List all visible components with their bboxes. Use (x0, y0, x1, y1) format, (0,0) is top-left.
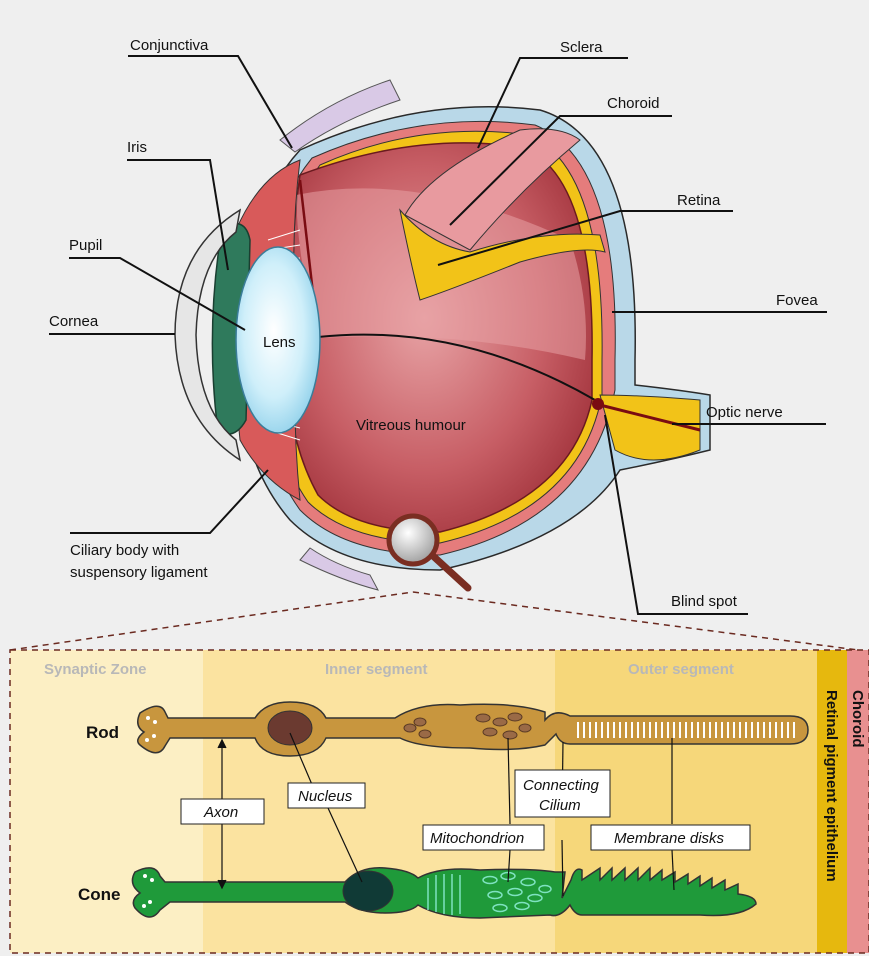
label-ciliary-body: Ciliary body with (70, 542, 179, 559)
label-optic-nerve: Optic nerve (706, 404, 783, 421)
blind-spot (592, 398, 604, 410)
zone-synaptic: Synaptic Zone (44, 661, 147, 678)
zone-choroid: Choroid (849, 690, 866, 748)
label-iris: Iris (127, 139, 147, 156)
rod-nucleus (268, 711, 312, 745)
label-rod: Rod (86, 723, 119, 742)
label-fovea: Fovea (776, 292, 818, 309)
zone-inner-segment: Inner segment (325, 661, 428, 678)
label-pupil: Pupil (69, 237, 102, 254)
cone-nucleus (343, 871, 393, 911)
label-choroid: Choroid (607, 95, 660, 112)
callout-axon: Axon (203, 804, 238, 821)
label-retina: Retina (677, 192, 721, 209)
label-blind-spot: Blind spot (671, 593, 738, 610)
zone-rpe: Retinal pigment epithelium (823, 690, 840, 882)
callout-cilium: Cilium (539, 797, 581, 814)
label-vitreous-humour: Vitreous humour (356, 417, 466, 434)
label-cornea: Cornea (49, 313, 99, 330)
zone-outer-segment: Outer segment (628, 661, 734, 678)
callout-nucleus: Nucleus (298, 788, 353, 805)
label-lens: Lens (263, 334, 296, 351)
label-cone: Cone (78, 885, 121, 904)
label-conjunctiva: Conjunctiva (130, 37, 209, 54)
callout-membrane-disks: Membrane disks (614, 830, 725, 847)
callout-mitochondrion: Mitochondrion (430, 830, 524, 847)
synaptic-zone-bg (10, 650, 203, 953)
label-suspensory-ligament: suspensory ligament (70, 564, 208, 581)
label-sclera: Sclera (560, 39, 603, 56)
callout-connecting: Connecting (523, 777, 600, 794)
eye-diagram (175, 80, 710, 590)
